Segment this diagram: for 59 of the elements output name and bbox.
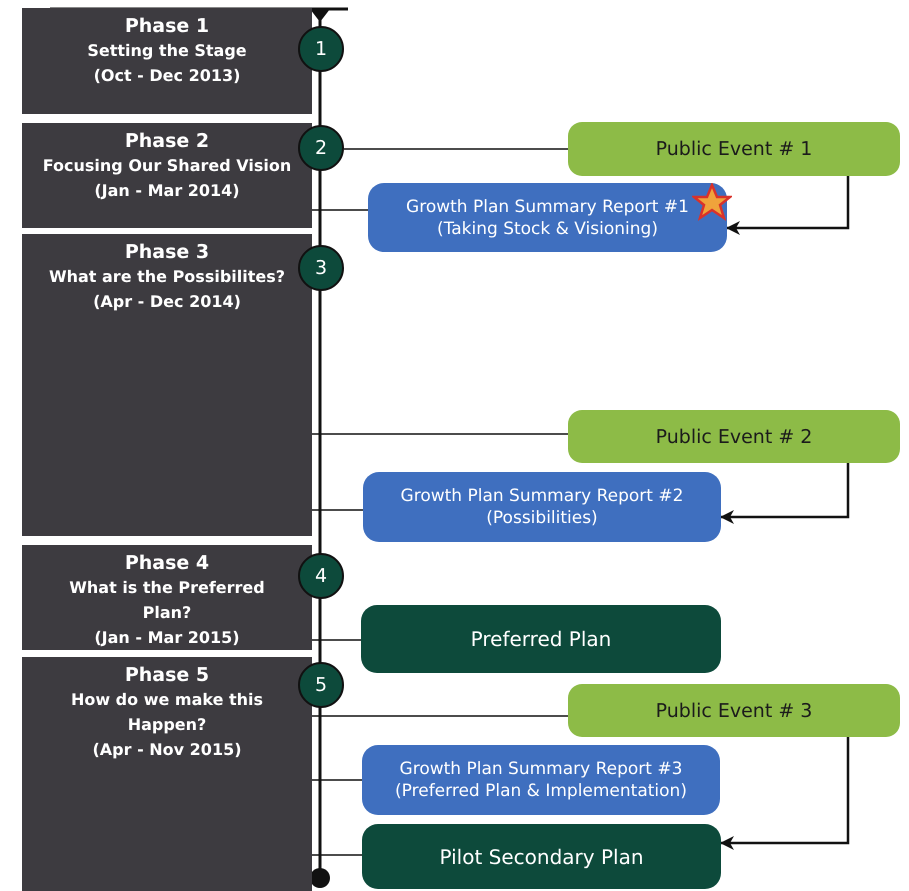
event-label: Public Event # 2 xyxy=(656,426,812,448)
connector-line xyxy=(312,854,362,856)
plan-label: Preferred Plan xyxy=(470,627,612,651)
phase-dates: (Jan - Mar 2015) xyxy=(94,627,240,649)
phase-number: 2 xyxy=(314,137,328,159)
phase-number-circle xyxy=(298,662,344,708)
phase-number: 3 xyxy=(314,257,328,279)
phase-dates: (Oct - Dec 2013) xyxy=(94,65,240,87)
phase-title: Phase 4 xyxy=(124,551,210,575)
report-subtitle: (Preferred Plan & Implementation) xyxy=(395,780,687,802)
event-label: Public Event # 1 xyxy=(656,138,812,160)
phase-box xyxy=(22,545,312,650)
phase-name: Focusing Our Shared Vision xyxy=(42,155,292,177)
public-event-box xyxy=(568,122,900,176)
connector-line xyxy=(312,433,568,435)
phase-name: How do we make this Happen? xyxy=(70,689,264,736)
event-label: Public Event # 3 xyxy=(656,700,812,722)
connector-line xyxy=(312,779,362,781)
phase-title: Phase 3 xyxy=(124,240,210,264)
connector-line xyxy=(344,148,568,150)
elbow-arrow xyxy=(720,463,850,524)
plan-box xyxy=(361,605,721,673)
phase-box xyxy=(22,234,312,536)
phase-name: Setting the Stage xyxy=(87,40,247,62)
phase-number: 1 xyxy=(314,38,328,60)
phase-name: What are the Possibilites? xyxy=(48,266,286,288)
phase-box xyxy=(22,8,312,114)
phase-number-circle xyxy=(298,553,344,599)
phase-number: 5 xyxy=(314,674,328,696)
phase-number-circle xyxy=(298,245,344,291)
plan-label: Pilot Secondary Plan xyxy=(440,844,644,868)
phase-dates: (Apr - Dec 2014) xyxy=(93,291,241,313)
elbow-arrow xyxy=(726,176,850,235)
phase-name: What is the Preferred Plan? xyxy=(68,577,266,624)
phase-dates: (Apr - Nov 2015) xyxy=(92,739,242,761)
connector-line xyxy=(312,715,568,717)
phase-number: 4 xyxy=(314,565,328,587)
phase-box xyxy=(22,123,312,228)
report-subtitle: (Possibilities) xyxy=(486,507,598,529)
public-event-box xyxy=(568,684,900,737)
phase-title: Phase 1 xyxy=(124,14,210,38)
phase-number-circle xyxy=(298,26,344,72)
report-box xyxy=(363,472,721,542)
connector-line xyxy=(312,509,363,511)
report-title: Growth Plan Summary Report #1 xyxy=(406,196,689,218)
connector-line xyxy=(312,209,368,211)
report-box xyxy=(362,745,720,815)
phase-number-circle xyxy=(298,125,344,171)
public-event-box xyxy=(568,410,900,463)
report-title: Growth Plan Summary Report #2 xyxy=(400,485,684,507)
report-subtitle: (Taking Stock & Visioning) xyxy=(437,218,658,240)
phase-box xyxy=(22,657,312,891)
report-title: Growth Plan Summary Report #3 xyxy=(400,758,682,780)
phase-title: Phase 2 xyxy=(124,129,210,153)
connector-line xyxy=(312,639,361,641)
phase-title: Phase 5 xyxy=(124,663,210,687)
plan-box xyxy=(362,824,721,889)
phase-dates: (Jan - Mar 2014) xyxy=(94,180,240,202)
elbow-arrow xyxy=(720,737,850,850)
